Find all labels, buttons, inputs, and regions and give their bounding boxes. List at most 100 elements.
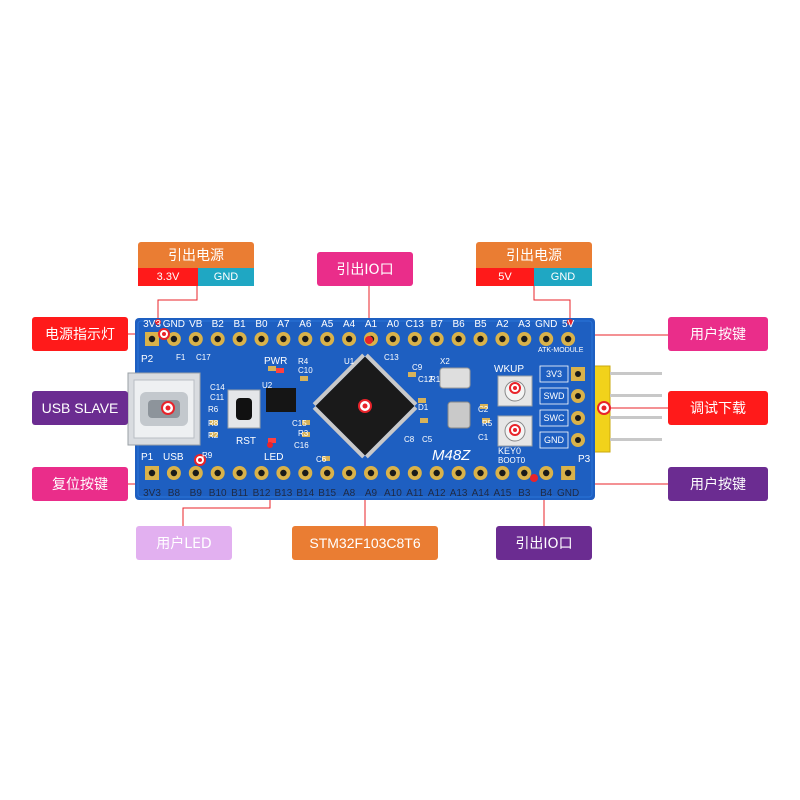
silk-label: R3 xyxy=(298,429,309,438)
bottom-pin-label: A14 xyxy=(472,488,490,499)
model-label: M48Z xyxy=(432,447,471,464)
top-pin-label: A0 xyxy=(387,319,400,330)
swd-pin-row xyxy=(571,367,585,447)
bottom-pin-label: B13 xyxy=(275,488,293,499)
user-led-callout: 用户LED xyxy=(136,526,232,560)
swd-label-box xyxy=(539,409,569,427)
top-pin-hole xyxy=(170,335,178,343)
bottom-pin-label: GND xyxy=(557,488,579,499)
top-pin-label: A6 xyxy=(299,319,312,330)
silk-label: C6 xyxy=(316,455,327,464)
p2-label: P2 xyxy=(141,354,154,365)
power-led-part xyxy=(276,368,284,373)
crystal-main xyxy=(439,367,471,389)
silk-label: C16 xyxy=(294,441,309,450)
silk-label: R5 xyxy=(482,419,493,428)
u1-label: U1 xyxy=(344,357,355,366)
usb-label: USB xyxy=(163,452,184,463)
silk-label: C1 xyxy=(478,433,489,442)
boot0-label: BOOT0 xyxy=(498,456,526,465)
top-pin-hole xyxy=(543,335,550,343)
bottom-pin-hole xyxy=(214,469,221,477)
bottom-pin-hole xyxy=(521,469,528,477)
swd-label-box xyxy=(539,365,569,383)
swd-pin-label: SWD xyxy=(544,391,565,401)
silk-label: C14 xyxy=(210,383,225,392)
silk-label: C8 xyxy=(404,435,415,444)
io-top-label: 引出IO口 xyxy=(317,252,413,286)
usb-slave-callout: USB SLAVE xyxy=(32,391,128,425)
silk-label: R8 xyxy=(208,419,219,428)
silk-label: R1 xyxy=(430,375,441,384)
bottom-pin-hole xyxy=(499,469,506,477)
bottom-pin-row xyxy=(145,466,576,480)
callout-markers xyxy=(155,319,573,482)
power-out-left-gnd: GND xyxy=(198,268,254,286)
top-pin-label: A7 xyxy=(277,319,290,330)
bottom-pin-label: B8 xyxy=(168,488,181,499)
top-pin-hole xyxy=(477,335,484,343)
bottom-pin-label: B9 xyxy=(190,488,203,499)
p1-label: P1 xyxy=(141,452,154,463)
top-pin-label: GND xyxy=(163,319,185,330)
bottom-pin-label: 3V3 xyxy=(143,488,161,499)
top-pin-label: B5 xyxy=(474,319,487,330)
power-out-left-title: 引出电源 xyxy=(138,242,254,268)
bottom-pin-label: A15 xyxy=(494,488,512,499)
bottom-pin-hole xyxy=(477,469,484,477)
silk-label: R4 xyxy=(298,357,309,366)
power-out-right-title: 引出电源 xyxy=(476,242,592,268)
silk-label: D1 xyxy=(418,403,429,412)
bottom-pin-hole xyxy=(280,469,287,477)
swd-pin-hole xyxy=(575,393,581,399)
bottom-pin-label: B3 xyxy=(518,488,531,499)
top-pin-hole xyxy=(499,335,506,343)
mcu-chip xyxy=(312,353,418,459)
top-pin-hole xyxy=(433,335,440,343)
regulator xyxy=(266,388,296,412)
silk-label: C17 xyxy=(196,353,211,362)
swd-label-box xyxy=(539,431,569,449)
bottom-pin-hole xyxy=(543,469,550,477)
bottom-pin-hole xyxy=(433,469,440,477)
mcu-callout: STM32F103C8T6 xyxy=(292,526,438,560)
io-bottom-callout: 引出IO口 xyxy=(496,526,592,560)
bottom-pin-hole xyxy=(324,469,331,477)
p3-label: P3 xyxy=(578,454,591,465)
bottom-pin-hole xyxy=(236,469,243,477)
silk-label: C15 xyxy=(292,419,307,428)
silk-label: C2 xyxy=(478,405,489,414)
bottom-pin-label: A8 xyxy=(343,488,356,499)
user-key-top-callout: 用户按键 xyxy=(668,317,768,351)
silk-label: R2 xyxy=(208,431,219,440)
top-pin-hole xyxy=(521,335,528,343)
silk-label: R9 xyxy=(202,451,213,460)
top-pin-label: B7 xyxy=(431,319,444,330)
bottom-pin-label: B12 xyxy=(253,488,271,499)
silk-label: C10 xyxy=(298,366,313,375)
swd-pin-hole xyxy=(575,437,581,443)
brand-label: ATK-MODULE xyxy=(538,347,584,354)
top-pin-label: B6 xyxy=(452,319,465,330)
bottom-pin-label: B10 xyxy=(209,488,227,499)
swd-pin-label: GND xyxy=(544,435,565,445)
top-pin-hole xyxy=(148,335,156,343)
debug-callout: 调试下载 xyxy=(668,391,768,425)
bottom-pin-label: B15 xyxy=(318,488,336,499)
bottom-pin-label: B4 xyxy=(540,488,553,499)
top-pin-label: A1 xyxy=(365,319,378,330)
reset-key-callout: 复位按键 xyxy=(32,467,128,501)
silk-label: C9 xyxy=(412,363,423,372)
bottom-pin-label: A11 xyxy=(406,488,423,499)
bottom-pin-hole xyxy=(367,469,375,477)
top-pin-hole xyxy=(280,335,287,343)
top-pin-label: 3V3 xyxy=(143,319,161,330)
silk-label: C12 xyxy=(418,375,433,384)
bottom-pin-hole xyxy=(411,469,418,477)
top-pin-hole xyxy=(324,335,331,343)
top-pin-hole xyxy=(258,335,265,343)
